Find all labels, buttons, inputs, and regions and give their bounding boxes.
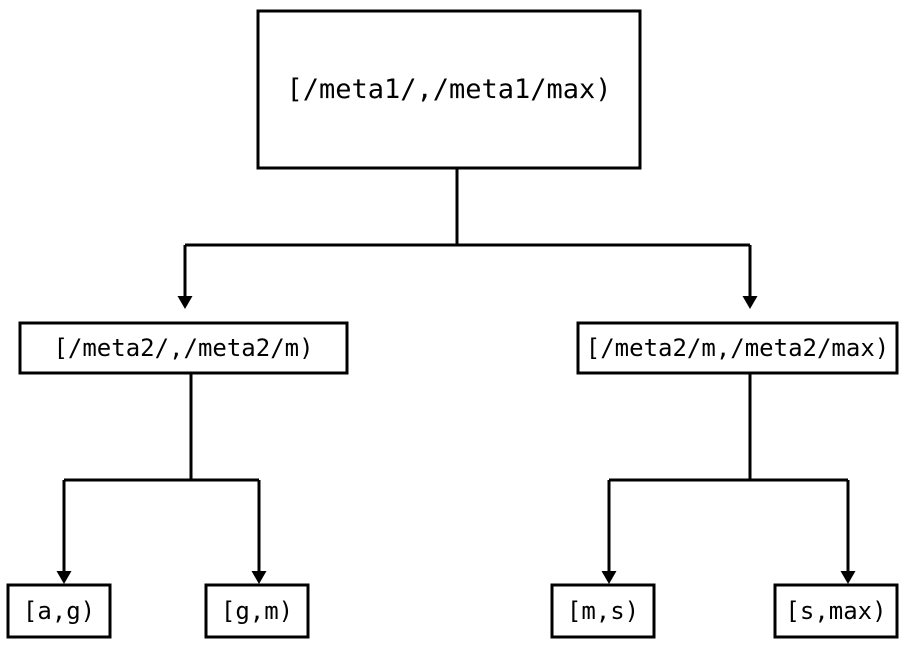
node-root[interactable]: [/meta1/,/meta1/max) xyxy=(256,9,642,170)
node-mid-left-label: [/meta2/,/meta2/m) xyxy=(53,334,313,362)
node-root-label: [/meta1/,/meta1/max) xyxy=(286,74,611,105)
node-mid-right-label: [/meta2/m,/meta2/max) xyxy=(586,334,889,362)
node-leaf-smax-label: [s,max) xyxy=(785,597,886,625)
node-leaf-ag-label: [a,g) xyxy=(23,597,95,625)
arrow-head-leaf-ag-icon xyxy=(56,571,72,584)
node-leaf-ag-box[interactable] xyxy=(6,583,112,639)
node-leaf-gm-box[interactable] xyxy=(204,583,310,639)
arrow-head-leaf-gm-icon xyxy=(251,571,267,584)
node-leaf-gm-label: [g,m) xyxy=(221,597,293,625)
node-leaf-ag[interactable]: [a,g) xyxy=(6,583,112,639)
node-leaf-ms[interactable]: [m,s) xyxy=(550,583,656,639)
edge-midleft-to-leaves xyxy=(56,373,267,584)
arrow-head-root-right-icon xyxy=(742,296,758,309)
node-root-box[interactable] xyxy=(256,9,642,170)
arrow-head-leaf-smax-icon xyxy=(840,571,856,584)
node-mid-left-box[interactable] xyxy=(18,321,349,375)
arrow-head-root-left-icon xyxy=(177,296,193,309)
node-leaf-ms-box[interactable] xyxy=(550,583,656,639)
node-mid-right-box[interactable] xyxy=(576,321,899,375)
node-leaf-gm[interactable]: [g,m) xyxy=(204,583,310,639)
edge-midright-to-leaves xyxy=(601,373,856,584)
edge-root-to-midlevel xyxy=(177,168,758,309)
arrow-head-leaf-ms-icon xyxy=(601,571,617,584)
node-mid-right[interactable]: [/meta2/m,/meta2/max) xyxy=(576,321,899,375)
node-leaf-smax-box[interactable] xyxy=(773,583,899,639)
node-leaf-smax[interactable]: [s,max) xyxy=(773,583,899,639)
node-mid-left[interactable]: [/meta2/,/meta2/m) xyxy=(18,321,349,375)
node-leaf-ms-label: [m,s) xyxy=(567,597,639,625)
